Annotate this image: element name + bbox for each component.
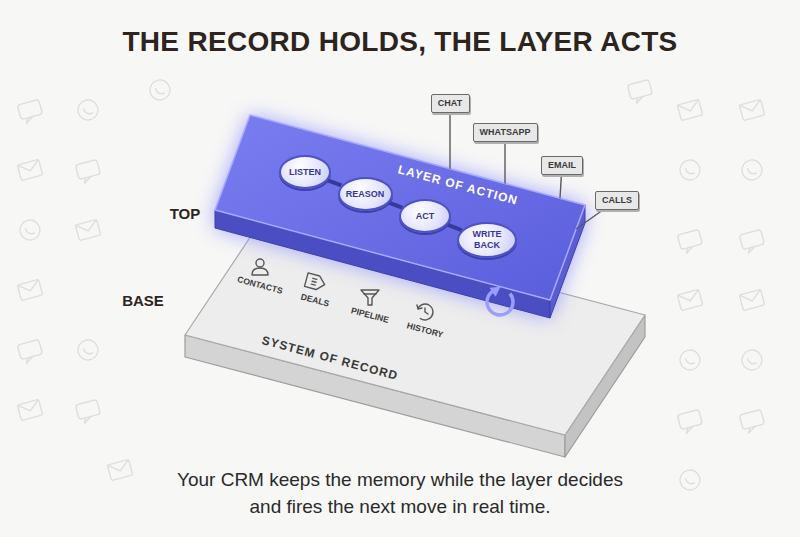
channel-tag: WHATSAPP <box>473 123 538 142</box>
title: THE RECORD HOLDS, THE LAYER ACTS <box>0 26 800 58</box>
step-circle: REASON <box>338 177 393 211</box>
record-base: SYSTEM OF RECORD <box>175 205 655 461</box>
channel-label: EMAIL <box>548 160 576 171</box>
step-circle: ACT <box>399 199 451 233</box>
caption: Your CRM keeps the memory while the laye… <box>170 466 630 520</box>
channel-tag: EMAIL <box>541 156 583 175</box>
label-wrap: BASE <box>122 292 164 309</box>
step-circle: WRITE BACK <box>457 222 517 258</box>
label-wrap: TOP <box>170 205 201 222</box>
step-label: REASON <box>346 189 385 200</box>
channel-line <box>449 113 450 169</box>
step-circle: LISTEN <box>279 155 331 189</box>
channel-label: CHAT <box>438 98 462 109</box>
channel-label: CALLS <box>602 195 632 206</box>
layer-title: SYSTEM OF RECORD <box>260 333 400 383</box>
record-slab <box>175 205 655 461</box>
level-label: TOP <box>170 205 201 222</box>
layer-title-wrap: SYSTEM OF RECORD <box>260 333 400 383</box>
step-label: WRITE BACK <box>465 229 509 251</box>
level-label: BASE <box>122 292 164 309</box>
action-layer: LAYER OF ACTIONLISTENREASONACTWRITE BACK <box>200 100 600 330</box>
title-wrap: THE RECORD HOLDS, THE LAYER ACTS <box>0 26 800 58</box>
channel-line <box>560 175 561 199</box>
channel-label: WHATSAPP <box>480 127 531 138</box>
channel-tag: CHAT <box>431 94 470 113</box>
channel-line <box>504 142 505 184</box>
step-label: LISTEN <box>289 167 321 178</box>
channel-tag: CALLS <box>595 191 639 210</box>
caption-wrap: Your CRM keeps the memory while the laye… <box>170 466 630 520</box>
step-label: ACT <box>416 211 435 222</box>
